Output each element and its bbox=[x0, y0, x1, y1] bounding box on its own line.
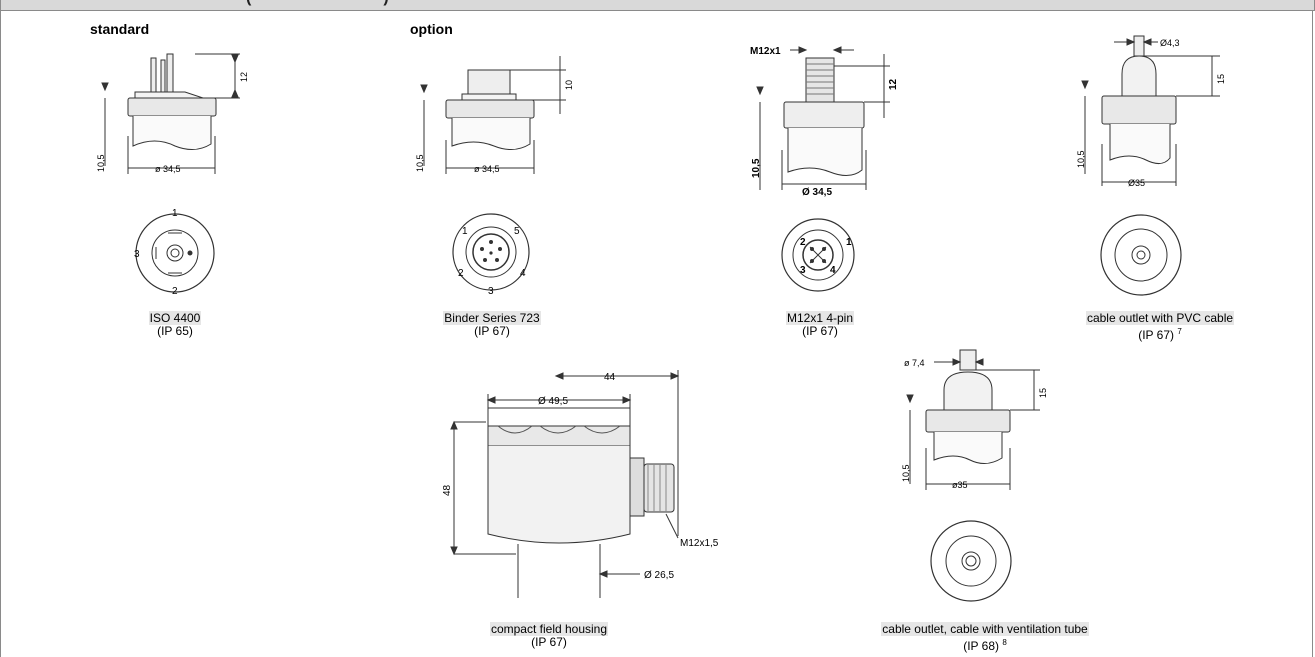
vent-cable-caption-rating: (IP 68) bbox=[963, 639, 999, 653]
binder723-caption-rating: (IP 67) bbox=[474, 324, 510, 338]
binder723-dim-body: 10,5 bbox=[415, 154, 425, 172]
pvc-cable-caption: cable outlet with PVC cable (IP 67) 7 bbox=[1040, 311, 1280, 342]
m12x1-caption-rating: (IP 67) bbox=[802, 324, 838, 338]
header-fragment-right: ) bbox=[383, 0, 388, 6]
binder723-pin-1: 1 bbox=[462, 226, 468, 237]
pvc-cable-dim-diameter: Ø35 bbox=[1128, 178, 1145, 188]
field-housing-caption-title: compact field housing bbox=[489, 622, 609, 636]
iso4400-side-drawing: 12 10,5 ø 34,5 bbox=[96, 53, 249, 174]
binder723-pin-5: 5 bbox=[514, 226, 520, 237]
column-header-option: option bbox=[410, 21, 453, 37]
m12x1-dim-height: 12 bbox=[888, 78, 899, 90]
iso4400-caption-rating: (IP 65) bbox=[157, 324, 193, 338]
m12x1-pin-2: 2 bbox=[800, 237, 806, 248]
pvc-cable-footnote: 7 bbox=[1177, 327, 1182, 336]
pvc-cable-dim-height: 15 bbox=[1216, 74, 1226, 84]
binder723-face-drawing: 1 5 2 4 3 bbox=[452, 213, 530, 297]
field-housing-dim-gland: M12x1,5 bbox=[680, 538, 719, 549]
pvc-cable-dim-body: 10,5 bbox=[1076, 150, 1086, 168]
vent-cable-dim-height: 15 bbox=[1038, 388, 1048, 398]
pvc-cable-dim-cable: Ø4,3 bbox=[1160, 38, 1180, 48]
vent-cable-dim-diameter: ø35 bbox=[952, 480, 968, 490]
binder723-dim-diameter: ø 34,5 bbox=[474, 164, 500, 174]
m12x1-dim-diameter: Ø 34,5 bbox=[802, 187, 832, 198]
m12x1-dim-thread: M12x1 bbox=[750, 46, 781, 57]
binder723-caption: Binder Series 723 (IP 67) bbox=[372, 311, 612, 338]
iso4400-caption-title: ISO 4400 bbox=[148, 311, 202, 325]
binder723-pin-3: 3 bbox=[488, 286, 494, 297]
m12x1-pin-4: 4 bbox=[830, 265, 836, 276]
iso4400-pin-3: 3 bbox=[134, 249, 140, 260]
binder723-dim-height: 10 bbox=[564, 80, 574, 90]
iso4400-dim-height: 12 bbox=[239, 72, 249, 82]
header-fragment-left: ( bbox=[246, 0, 251, 6]
binder723-pin-4: 4 bbox=[520, 268, 526, 279]
vent-cable-dim-cable: ø 7,4 bbox=[904, 358, 925, 368]
pvc-cable-caption-title: cable outlet with PVC cable bbox=[1085, 311, 1235, 325]
field-housing-dim-stem: Ø 26,5 bbox=[644, 570, 674, 581]
m12x1-pin-3: 3 bbox=[800, 265, 806, 276]
vent-cable-caption: cable outlet, cable with ventilation tub… bbox=[835, 622, 1135, 653]
pvc-cable-side-drawing: Ø4,3 15 10,5 Ø35 bbox=[1076, 35, 1226, 188]
pvc-cable-face-drawing bbox=[1100, 214, 1182, 296]
m12x1-face-drawing: 2 1 3 4 bbox=[781, 218, 855, 292]
binder723-side-drawing: 10 10,5 ø 34,5 bbox=[415, 56, 574, 174]
vent-cable-face-drawing bbox=[930, 520, 1012, 602]
iso4400-dim-body: 10,5 bbox=[96, 154, 106, 172]
m12x1-caption-title: M12x1 4-pin bbox=[785, 311, 855, 325]
field-housing-side-drawing: 44 Ø 49,5 48 M12x1,5 Ø 26,5 bbox=[442, 370, 719, 598]
content-frame bbox=[0, 10, 1313, 657]
field-housing-caption-rating: (IP 67) bbox=[531, 635, 567, 649]
iso4400-face-drawing: 1 2 3 bbox=[134, 208, 215, 297]
field-housing-dim-top: Ø 49,5 bbox=[538, 396, 568, 407]
vent-cable-caption-title: cable outlet, cable with ventilation tub… bbox=[881, 622, 1089, 636]
m12x1-pin-1: 1 bbox=[846, 237, 852, 248]
vent-cable-footnote: 8 bbox=[1002, 638, 1007, 647]
binder723-pin-2: 2 bbox=[458, 268, 464, 279]
iso4400-dim-diameter: ø 34,5 bbox=[155, 164, 181, 174]
column-header-standard: standard bbox=[90, 21, 150, 37]
vent-cable-dim-body: 10,5 bbox=[901, 464, 911, 482]
m12x1-side-drawing: M12x1 12 10,5 Ø 34,5 bbox=[750, 46, 899, 198]
iso4400-pin-1: 1 bbox=[172, 208, 178, 219]
field-housing-dim-height: 48 bbox=[442, 484, 453, 496]
field-housing-caption: compact field housing (IP 67) bbox=[429, 622, 669, 649]
vent-cable-side-drawing: ø 7,4 15 10,5 ø35 bbox=[901, 349, 1048, 490]
iso4400-pin-2: 2 bbox=[172, 286, 178, 297]
m12x1-caption: M12x1 4-pin (IP 67) bbox=[700, 311, 940, 338]
m12x1-dim-body: 10,5 bbox=[751, 158, 762, 178]
iso4400-caption: ISO 4400 (IP 65) bbox=[55, 311, 295, 338]
pvc-cable-caption-rating: (IP 67) bbox=[1138, 328, 1174, 342]
binder723-caption-title: Binder Series 723 bbox=[443, 311, 541, 325]
field-housing-dim-width: 44 bbox=[604, 372, 616, 383]
